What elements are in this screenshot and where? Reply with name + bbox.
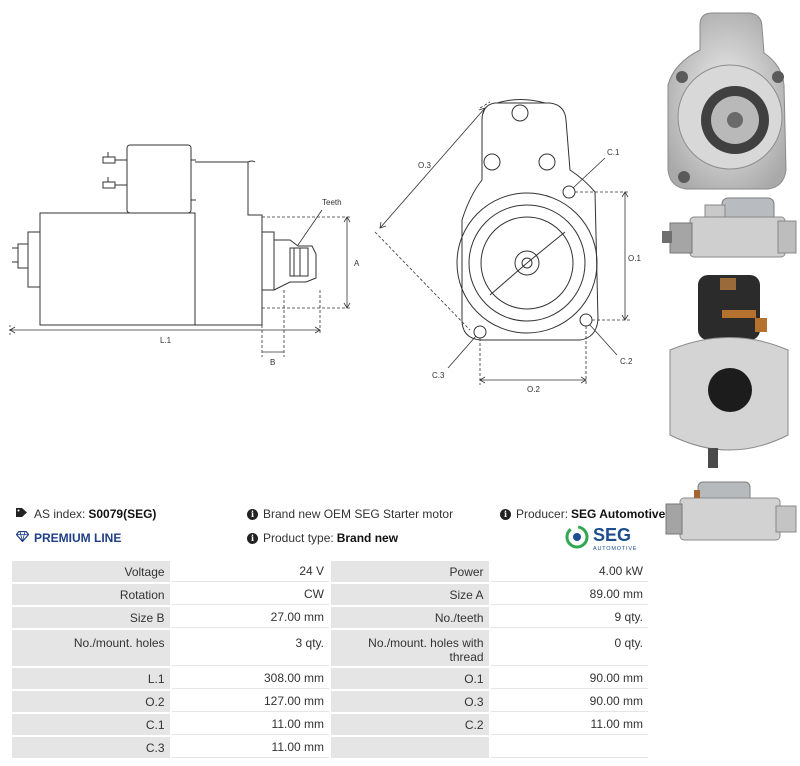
diamond-icon — [15, 530, 30, 545]
product-type: i Product type: Brand new — [247, 531, 398, 545]
spec-value: 27.00 mm — [171, 607, 329, 628]
label-o3: O.3 — [418, 161, 431, 170]
product-photo-rear — [669, 275, 789, 468]
label-c3: C.3 — [432, 371, 445, 380]
premium-line-label: PREMIUM LINE — [34, 531, 122, 545]
front-view-flange — [456, 99, 599, 341]
spec-label: O.2 — [12, 691, 170, 712]
label-o2: O.2 — [527, 385, 540, 394]
info-icon: i — [247, 508, 258, 520]
as-index-value: S0079(SEG) — [88, 507, 157, 521]
svg-text:AUTOMOTIVE: AUTOMOTIVE — [593, 546, 637, 552]
spec-value: 9 qty. — [490, 607, 648, 628]
spec-label: O.1 — [331, 668, 489, 689]
spec-value: 90.00 mm — [490, 691, 648, 712]
spec-label: O.3 — [331, 691, 489, 712]
description-text: Brand new OEM SEG Starter motor — [263, 507, 454, 521]
spec-value: 4.00 kW — [490, 561, 648, 582]
producer-label: Producer: — [516, 507, 569, 521]
svg-text:SEG: SEG — [593, 525, 631, 545]
label-teeth: Teeth — [322, 198, 342, 207]
spec-label: No./mount. holes — [12, 630, 170, 666]
spec-value: 11.00 mm — [171, 714, 329, 735]
spec-value: 11.00 mm — [171, 737, 329, 758]
tag-icon — [16, 507, 29, 521]
producer-value: SEG Automotive — [571, 507, 666, 521]
product-photo-top — [662, 197, 797, 258]
product-photos — [660, 0, 800, 560]
product-photo-side — [665, 481, 797, 541]
product-type-value: Brand new — [336, 531, 399, 545]
spec-value: 308.00 mm — [171, 668, 329, 689]
product-photo-front — [667, 12, 787, 190]
description: i Brand new OEM SEG Starter motor — [247, 507, 453, 521]
label-c1: C.1 — [607, 148, 620, 157]
product-type-label: Product type: — [263, 531, 334, 545]
label-a: A — [354, 259, 360, 268]
spec-label: Power — [331, 561, 489, 582]
spec-label — [331, 737, 489, 758]
spec-value: 127.00 mm — [171, 691, 329, 712]
spec-label: Rotation — [12, 584, 170, 605]
premium-line-badge: PREMIUM LINE — [15, 530, 122, 545]
info-icon: i — [500, 508, 511, 520]
label-b: B — [270, 358, 275, 367]
side-view-starter — [12, 144, 323, 326]
spec-value — [490, 737, 648, 758]
technical-drawing: Teeth A B L.1 O.3 C.1 O.1 C.2 C.3 O.2 — [9, 99, 641, 394]
as-index-label: AS index: — [34, 507, 86, 521]
spec-value: 89.00 mm — [490, 584, 648, 605]
spec-value: 0 qty. — [490, 630, 648, 666]
as-index: AS index: S0079(SEG) — [16, 507, 156, 521]
spec-label: Voltage — [12, 561, 170, 582]
spec-value: 24 V — [171, 561, 329, 582]
spec-label: L.1 — [12, 668, 170, 689]
spec-value: 11.00 mm — [490, 714, 648, 735]
spec-label: C.3 — [12, 737, 170, 758]
spec-label: No./mount. holes with thread — [331, 630, 489, 666]
spec-value: CW — [171, 584, 329, 605]
spec-value: 90.00 mm — [490, 668, 648, 689]
info-icon: i — [247, 532, 258, 544]
label-c2: C.2 — [620, 357, 633, 366]
spec-label: C.1 — [12, 714, 170, 735]
spec-label: Size B — [12, 607, 170, 628]
spec-value: 3 qty. — [171, 630, 329, 666]
spec-label: No./teeth — [331, 607, 489, 628]
label-l1: L.1 — [160, 336, 172, 345]
seg-automotive-logo: SEG AUTOMOTIVE — [565, 525, 637, 552]
spec-label: Size A — [331, 584, 489, 605]
spec-label: C.2 — [331, 714, 489, 735]
producer: i Producer: SEG Automotive — [500, 507, 665, 521]
label-o1: O.1 — [628, 254, 641, 263]
